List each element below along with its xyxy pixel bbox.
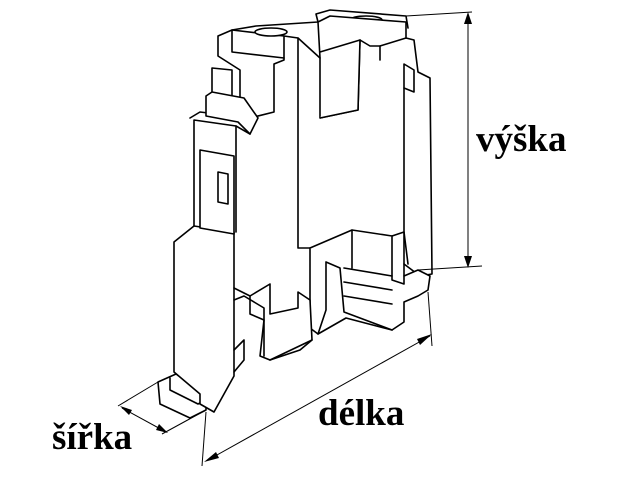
width-dimension [117, 381, 207, 435]
width-label: šířka [52, 417, 133, 458]
terminal-block-body [157, 9, 433, 419]
height-label: výška [476, 119, 567, 160]
height-dimension [405, 11, 483, 271]
length-dimension [201, 291, 433, 467]
length-label: délka [318, 393, 405, 434]
